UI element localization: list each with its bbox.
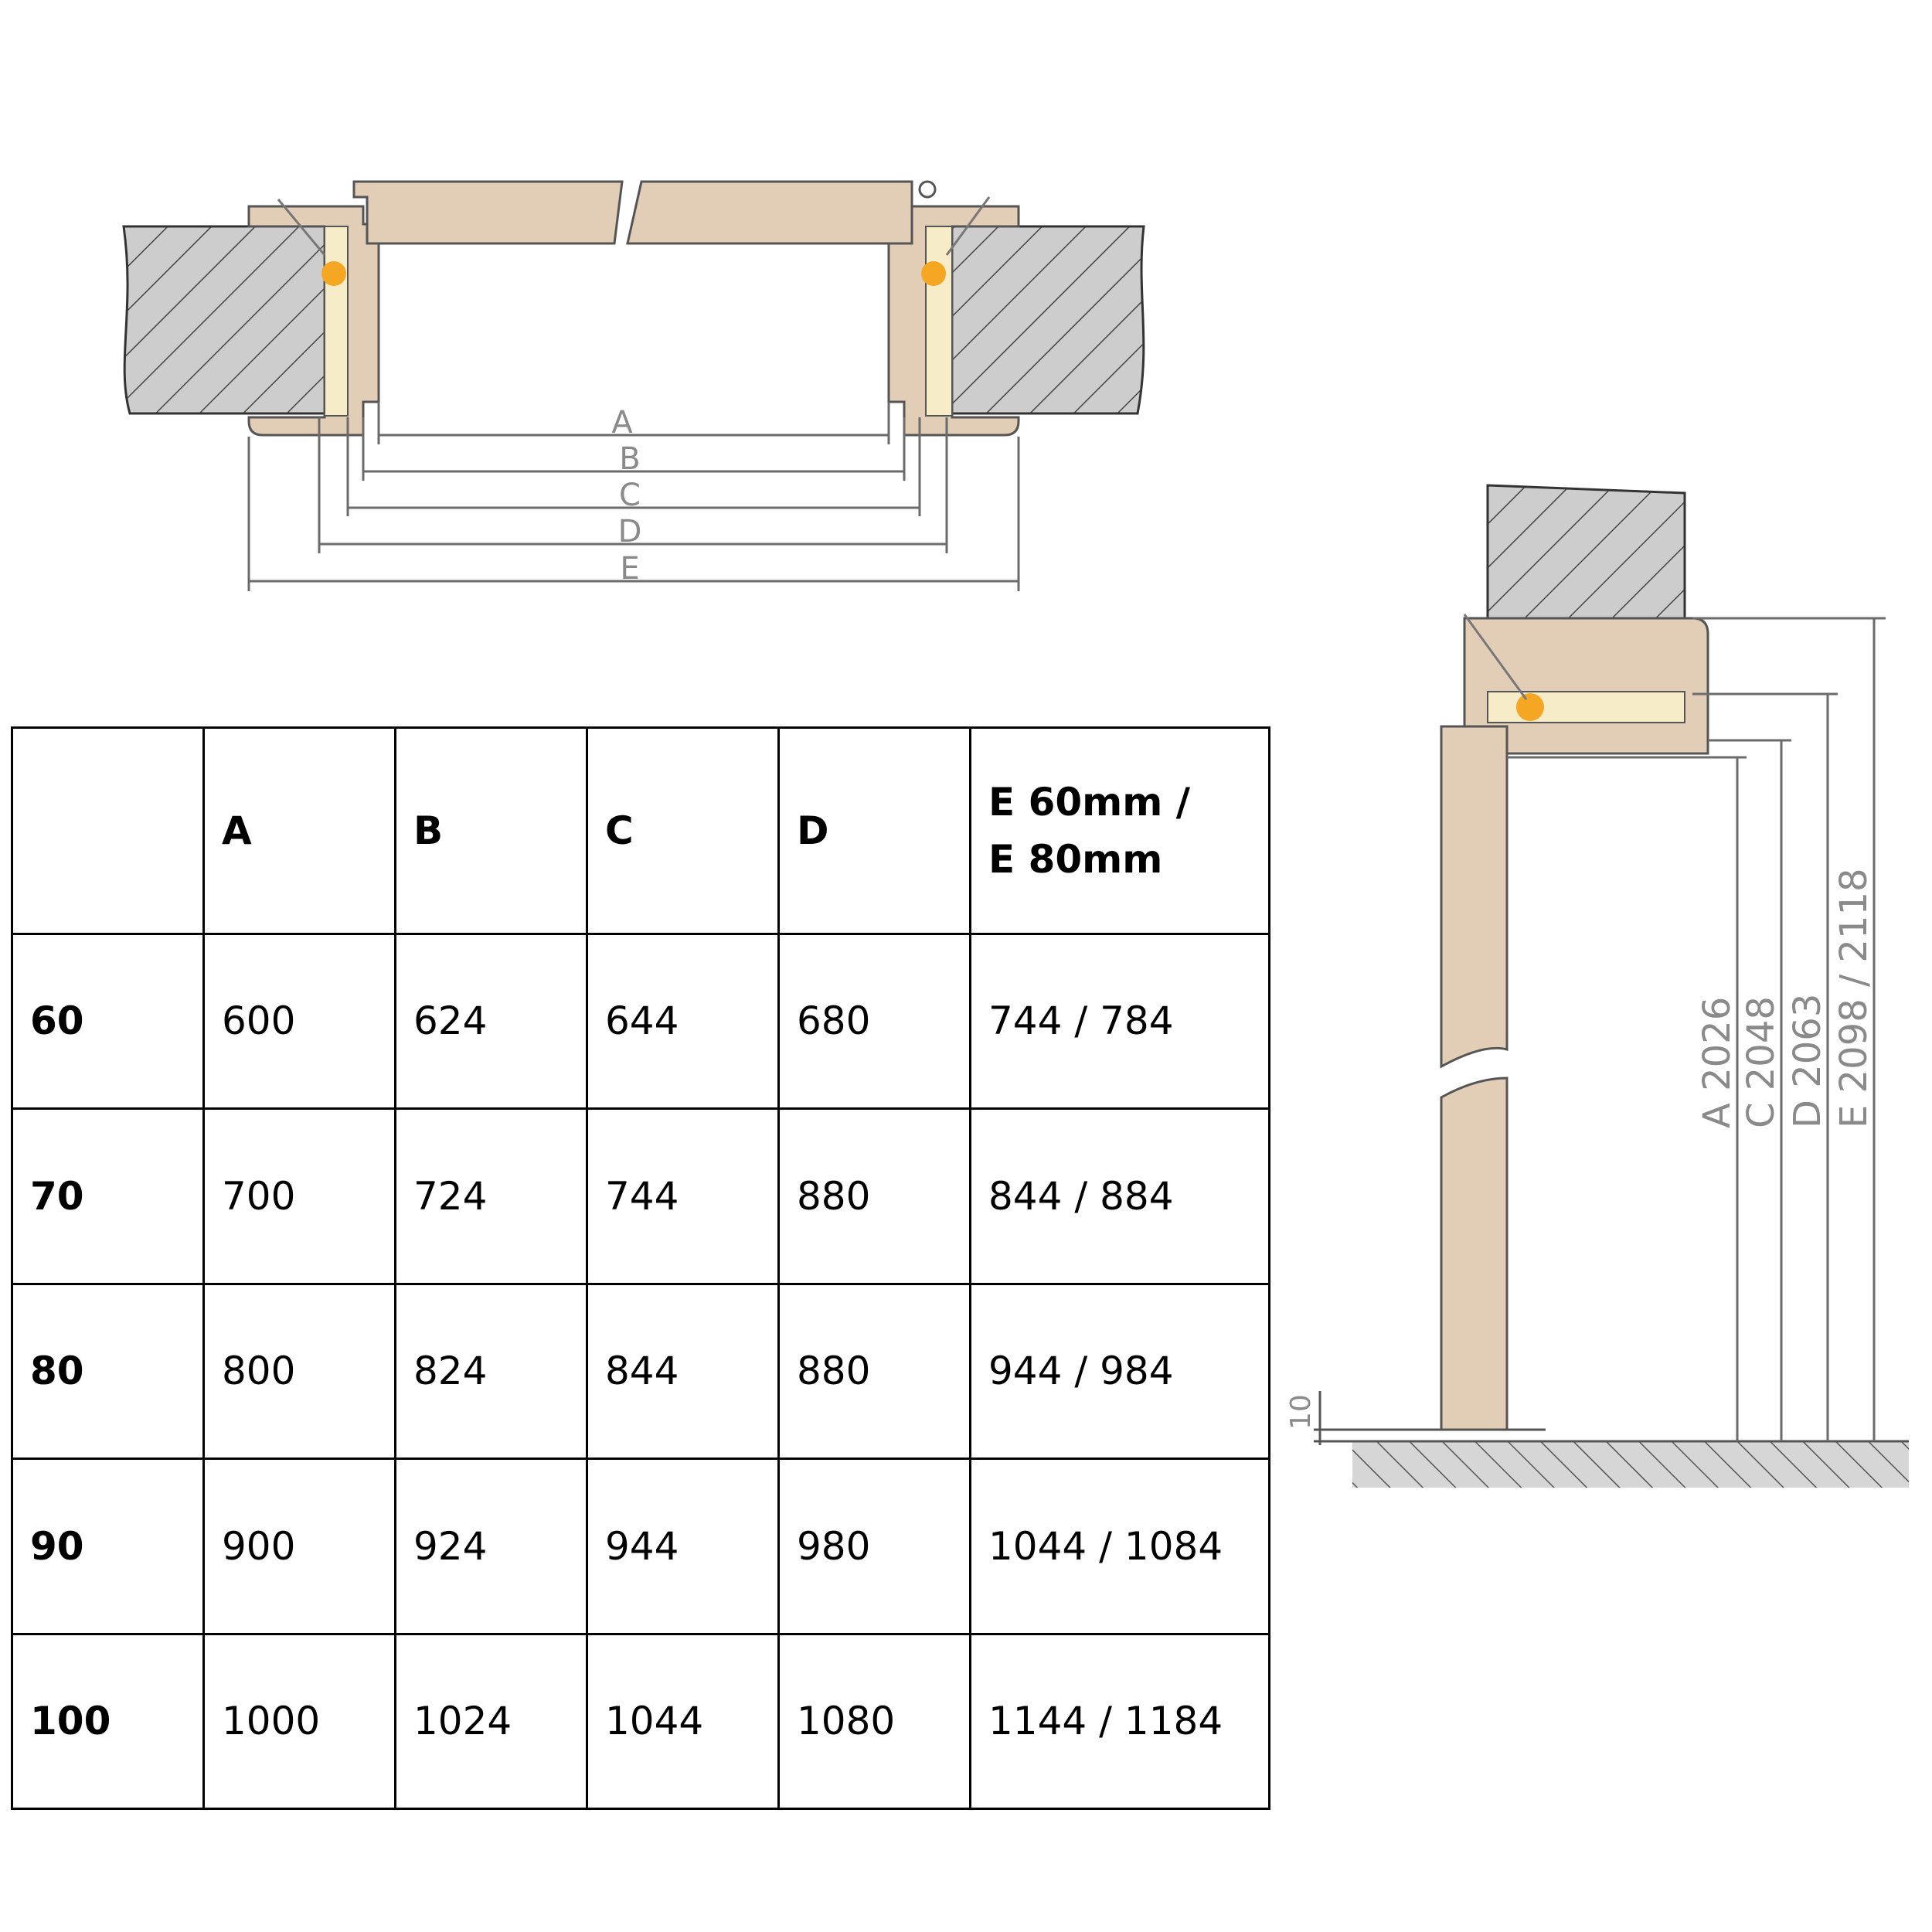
side-label-a: A 2026 [1696, 997, 1739, 1128]
table-row: 80 800 824 844 880 944 / 984 [11, 1282, 1270, 1461]
cell-d: 880 [777, 1107, 971, 1285]
dimensions-table: A B C D E 60mm / E 80mm 60 600 624 644 6… [11, 726, 1270, 1811]
header-b: B [394, 726, 588, 935]
cell-c: 644 [586, 932, 780, 1111]
cell-a: 1000 [202, 1632, 396, 1811]
header-a: A [202, 726, 396, 935]
row-size: 70 [11, 1107, 205, 1285]
cell-e: 1044 / 1084 [969, 1458, 1270, 1635]
header-c: C [586, 726, 780, 935]
right-frame [887, 205, 1020, 437]
cell-e: 744 / 784 [969, 932, 1270, 1111]
header-e: E 60mm / E 80mm [969, 726, 1270, 935]
cell-b: 824 [394, 1282, 588, 1461]
cell-c: 1044 [586, 1632, 780, 1811]
left-wall [122, 225, 326, 415]
cell-d: 680 [777, 932, 971, 1111]
floor [1352, 1441, 1909, 1488]
header-e-line1: E 60mm / [988, 779, 1191, 825]
table-row: 60 600 624 644 680 744 / 784 [11, 932, 1270, 1111]
side-label-gap: 10 [1285, 1394, 1317, 1430]
left-foam [324, 226, 349, 417]
header-d: D [777, 726, 971, 935]
cell-e: 944 / 984 [969, 1282, 1270, 1461]
cell-a: 900 [202, 1458, 396, 1635]
table-row: 100 1000 1024 1044 1080 1144 / 1184 [11, 1632, 1270, 1811]
dim-label-a: A [611, 405, 633, 440]
right-foam [925, 226, 953, 417]
side-label-e: E 2098 / 2118 [1832, 868, 1876, 1128]
table-row: 70 700 724 744 880 844 / 884 [11, 1107, 1270, 1285]
left-seal-marker [321, 261, 346, 286]
table-row: 90 900 924 944 980 1044 / 1084 [11, 1458, 1270, 1635]
cell-c: 844 [586, 1282, 780, 1461]
dim-label-e: E [620, 551, 639, 587]
cell-d: 1080 [777, 1632, 971, 1811]
cell-e: 844 / 884 [969, 1107, 1270, 1285]
dim-label-c: C [619, 478, 641, 513]
cell-c: 744 [586, 1107, 780, 1285]
door-leaf-lower [1440, 1077, 1509, 1431]
cell-c: 944 [586, 1458, 780, 1635]
row-size: 100 [11, 1632, 205, 1811]
cell-a: 800 [202, 1282, 396, 1461]
header-blank [11, 726, 205, 935]
cell-b: 724 [394, 1107, 588, 1285]
dim-label-b: B [619, 441, 640, 477]
row-size: 80 [11, 1282, 205, 1461]
head-seal-marker [1516, 693, 1544, 721]
cell-b: 624 [394, 932, 588, 1111]
header-e-line2: E 80mm [988, 836, 1163, 882]
right-seal-marker [921, 261, 946, 286]
right-wall [951, 225, 1145, 415]
cell-a: 600 [202, 932, 396, 1111]
cell-b: 1024 [394, 1632, 588, 1811]
side-label-d: D 2063 [1786, 994, 1829, 1128]
cell-b: 924 [394, 1458, 588, 1635]
cell-d: 880 [777, 1282, 971, 1461]
dim-label-d: D [618, 514, 642, 549]
door-leaf-right [626, 180, 913, 245]
table-header-row: A B C D E 60mm / E 80mm [11, 726, 1270, 935]
cell-e: 1144 / 1184 [969, 1632, 1270, 1811]
side-label-c: C 2048 [1740, 996, 1783, 1128]
hinge [918, 180, 937, 199]
row-size: 60 [11, 932, 205, 1111]
cell-d: 980 [777, 1458, 971, 1635]
row-size: 90 [11, 1458, 205, 1635]
cell-a: 700 [202, 1107, 396, 1285]
door-leaf-left [352, 180, 624, 245]
door-leaf-upper [1440, 725, 1509, 1069]
